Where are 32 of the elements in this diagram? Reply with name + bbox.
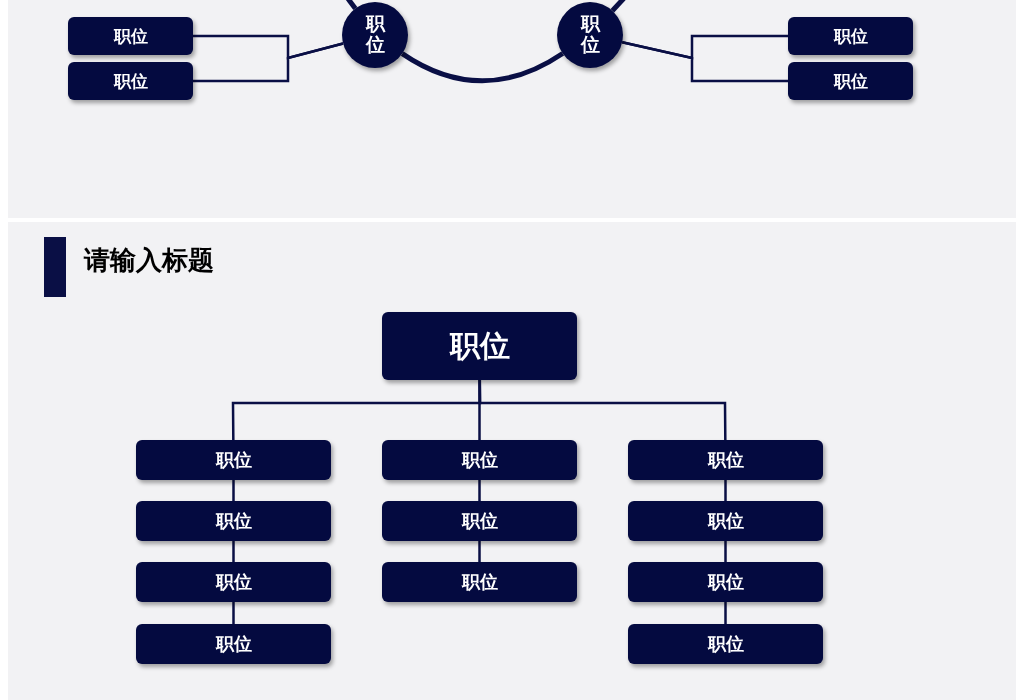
position-box: 职位 xyxy=(136,562,331,602)
position-box: 职位 xyxy=(628,562,823,602)
connector-line xyxy=(621,41,788,83)
position-box: 职位 xyxy=(68,62,193,100)
section-title: 请输入标题 xyxy=(84,247,214,273)
connector-line xyxy=(478,380,481,440)
position-box: 职位 xyxy=(382,312,577,380)
position-box: 职位 xyxy=(788,17,913,55)
connector-line xyxy=(478,480,481,501)
connector-line xyxy=(232,480,235,501)
connector-line xyxy=(610,0,628,13)
connector-line xyxy=(232,541,235,562)
connector-line xyxy=(724,480,727,501)
position-box: 职位 xyxy=(136,501,331,541)
connector-line xyxy=(724,541,727,562)
position-box: 职位 xyxy=(628,624,823,664)
connector-line xyxy=(232,602,235,624)
connector-line xyxy=(344,0,358,10)
position-box: 职位 xyxy=(382,440,577,480)
position-box: 职位 xyxy=(136,440,331,480)
connector-line xyxy=(193,42,344,83)
position-box: 职位 xyxy=(628,440,823,480)
position-box: 职位 xyxy=(382,501,577,541)
position-box: 职位 xyxy=(382,562,577,602)
connector-line xyxy=(400,51,564,84)
position-box: 职位 xyxy=(136,624,331,664)
connector-line xyxy=(724,602,727,624)
connector-line xyxy=(478,380,727,440)
position-box: 职位 xyxy=(628,501,823,541)
position-box: 职位 xyxy=(788,62,913,100)
position-box: 职位 xyxy=(68,17,193,55)
connector-line xyxy=(478,541,481,562)
